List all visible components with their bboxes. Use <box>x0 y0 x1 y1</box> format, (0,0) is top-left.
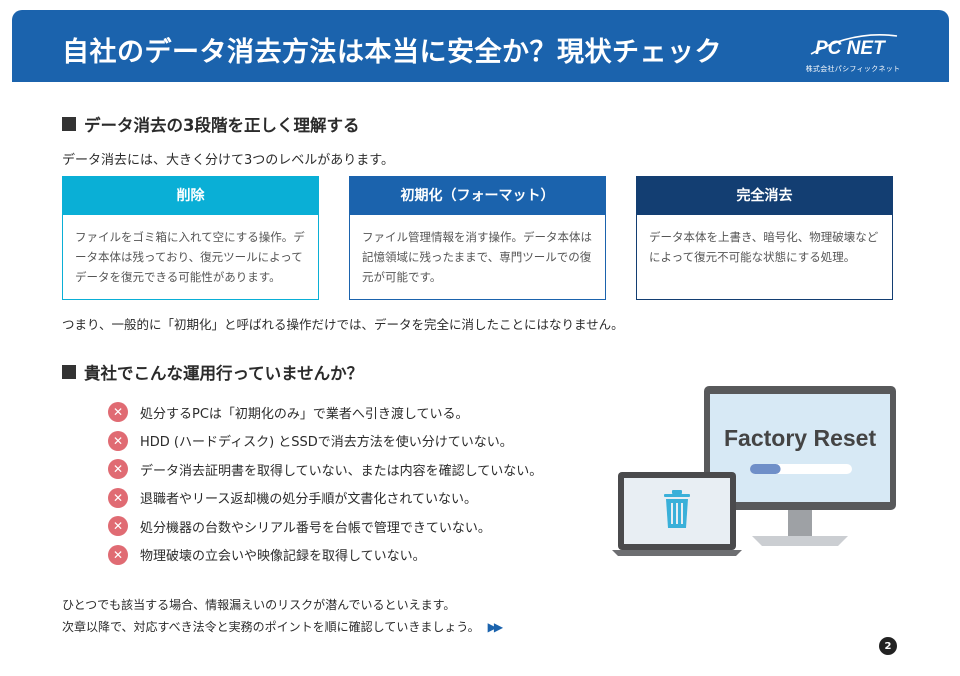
progress-fill <box>750 464 781 474</box>
checklist-item-text: 処分機器の台数やシリアル番号を台帳で管理できていない。 <box>140 520 491 536</box>
factory-reset-text: Factory Reset <box>724 425 876 451</box>
card-format: 初期化（フォーマット） ファイル管理情報を消す操作。データ本体は記憶領域に残った… <box>349 176 606 300</box>
checklist-item: ✕ 退職者やリース返却機の処分手順が文書化されていない。 <box>108 484 542 513</box>
footer-note: ひとつでも該当する場合、情報漏えいのリスクが潜んでいるといえます。 次章以降で、… <box>62 594 504 638</box>
laptop-base <box>612 550 742 556</box>
x-circle-icon: ✕ <box>108 430 128 451</box>
x-circle-icon: ✕ <box>108 402 128 423</box>
square-bullet-icon <box>62 117 76 131</box>
checklist-item: ✕ データ消去証明書を取得していない、または内容を確認していない。 <box>108 455 542 484</box>
intro-text: データ消去には、大きく分けて3つのレベルがあります。 <box>62 153 394 168</box>
checklist-item-text: 退職者やリース返却機の処分手順が文書化されていない。 <box>140 492 477 508</box>
factory-reset-illustration: Factory Reset <box>612 386 896 556</box>
page-title: 自社のデータ消去方法は本当に安全か？現状チェック <box>62 37 722 68</box>
double-chevron-right-icon: ▶▶ <box>487 620 504 634</box>
card-body: ファイル管理情報を消す操作。データ本体は記憶領域に残ったままで、専門ツールでの復… <box>362 230 592 284</box>
pcnet-logo-icon: PC NET <box>810 34 898 59</box>
logo-text: PC NET <box>815 38 886 59</box>
monitor-screen <box>710 394 890 502</box>
square-bullet-icon <box>62 365 76 379</box>
checklist-item: ✕ 処分機器の台数やシリアル番号を台帳で管理できていない。 <box>108 512 542 541</box>
card-delete: 削除 ファイルをゴミ箱に入れて空にする操作。データ本体は残っており、復元ツールに… <box>62 176 319 300</box>
trash-icon <box>664 490 690 528</box>
conclusion-text: つまり、一般的に「初期化」と呼ばれる操作だけでは、データを完全に消したことにはな… <box>62 317 624 332</box>
x-circle-icon: ✕ <box>108 516 128 537</box>
checklist-item: ✕ 処分するPCは「初期化のみ」で業者へ引き渡している。 <box>108 398 542 427</box>
x-circle-icon: ✕ <box>108 459 128 480</box>
section-heading-text: 貴社でこんな運用行っていませんか？ <box>84 364 364 383</box>
checklist-item-text: 処分するPCは「初期化のみ」で業者へ引き渡している。 <box>140 406 469 422</box>
page-header: 自社のデータ消去方法は本当に安全か？現状チェック PC NET 株式会社パシフィ… <box>12 10 949 82</box>
section-heading-stages: データ消去の3段階を正しく理解する <box>62 112 359 136</box>
x-circle-icon: ✕ <box>108 544 128 565</box>
page-number: 2 <box>879 637 897 655</box>
company-logo: PC NET 株式会社パシフィックネット <box>805 28 901 78</box>
monitor-stand <box>752 536 848 546</box>
card-complete-erase: 完全消去 データ本体を上書き、暗号化、物理破壊などによって復元不可能な状態にする… <box>636 176 893 300</box>
section-heading-checklist: 貴社でこんな運用行っていませんか？ <box>62 360 363 384</box>
risk-checklist: ✕ 処分するPCは「初期化のみ」で業者へ引き渡している。 ✕ HDD (ハードディス… <box>108 398 542 569</box>
monitor-neck <box>788 510 812 536</box>
footer-line-1: ひとつでも該当する場合、情報漏えいのリスクが潜んでいるといえます。 <box>62 598 456 612</box>
logo-subtitle: 株式会社パシフィックネット <box>805 65 901 73</box>
checklist-item-text: データ消去証明書を取得していない、または内容を確認していない。 <box>140 463 543 479</box>
card-title: 完全消去 <box>637 177 892 215</box>
card-title: 初期化（フォーマット） <box>350 177 605 215</box>
x-circle-icon: ✕ <box>108 487 128 508</box>
checklist-item: ✕ HDD (ハードディスク) とSSDで消去方法を使い分けていない。 <box>108 427 542 456</box>
footer-line-2-row: 次章以降で、対応すべき法令と実務のポイントを順に確認していきましょう。 ▶▶ <box>62 616 504 638</box>
checklist-item-text: HDD (ハードディスク) とSSDで消去方法を使い分けていない。 <box>140 435 513 451</box>
footer-line-2: 次章以降で、対応すべき法令と実務のポイントを順に確認していきましょう。 <box>62 620 480 634</box>
section-heading-text: データ消去の3段階を正しく理解する <box>84 116 360 135</box>
checklist-item: ✕ 物理破壊の立会いや映像記録を取得していない。 <box>108 541 542 570</box>
card-body: ファイルをゴミ箱に入れて空にする操作。データ本体は残っており、復元ツールによって… <box>75 230 305 284</box>
card-body: データ本体を上書き、暗号化、物理破壊などによって復元不可能な状態にする処理。 <box>649 230 879 264</box>
card-title: 削除 <box>63 177 318 215</box>
checklist-item-text: 物理破壊の立会いや映像記録を取得していない。 <box>140 549 426 565</box>
